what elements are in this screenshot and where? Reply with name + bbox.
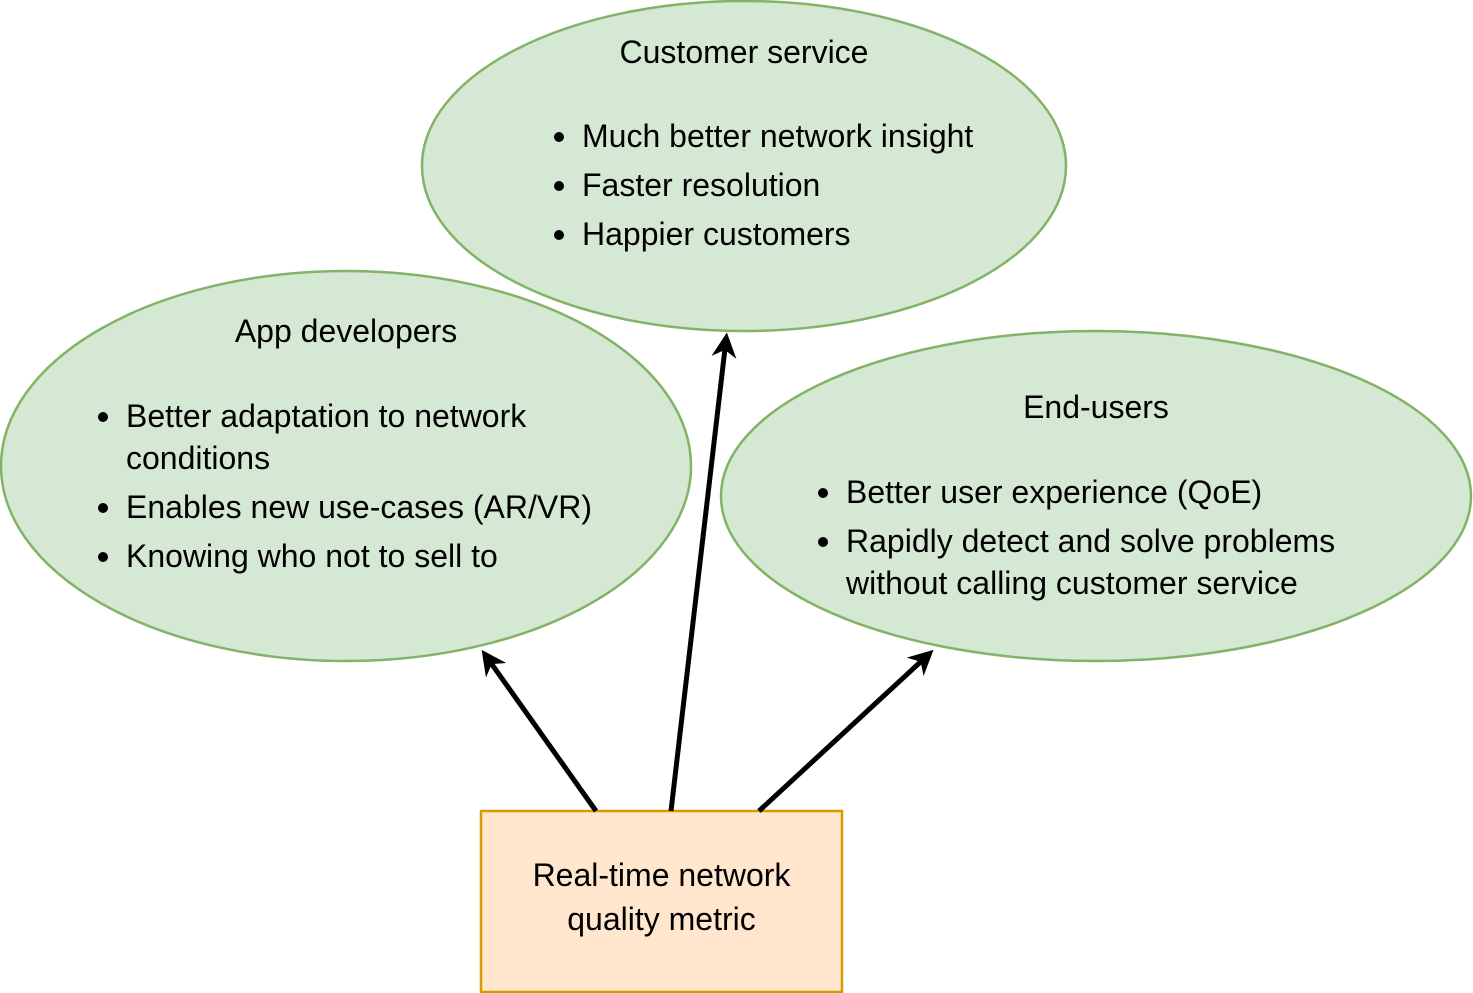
list-item: Happier customers (550, 213, 1050, 255)
arrow-to-customer-service (668, 332, 737, 812)
list-item: Better adaptation to network conditions (94, 395, 654, 479)
list-item: Faster resolution (550, 164, 1050, 206)
end-users-title: End-users (1023, 389, 1169, 425)
list-item: Better user experience (QoE) (814, 471, 1404, 513)
list-item: Enables new use-cases (AR/VR) (94, 486, 654, 528)
arrow-to-end-users (757, 649, 934, 813)
list-item: Knowing who not to sell to (94, 535, 654, 577)
list-item: Much better network insight (550, 115, 1050, 157)
source-box (479, 809, 844, 993)
customer-service-node: Customer service Much better network ins… (422, 0, 1066, 331)
source-label-line2: quality metric (567, 901, 756, 937)
end-users-ellipse (719, 329, 1473, 663)
customer-service-bullets: Much better network insight Faster resol… (550, 115, 1050, 262)
arrow-to-app-developers (481, 649, 599, 813)
app-developers-ellipse (0, 269, 693, 663)
source-label-line1: Real-time network (532, 857, 791, 893)
customer-service-title: Customer service (619, 34, 869, 70)
end-users-node: End-users Better user experience (QoE) R… (721, 331, 1471, 661)
list-item: Rapidly detect and solve problems withou… (814, 520, 1404, 604)
end-users-bullets: Better user experience (QoE) Rapidly det… (814, 471, 1404, 611)
app-developers-title: App developers (234, 313, 458, 349)
source-node: Real-time network quality metric (481, 811, 842, 992)
customer-service-ellipse (420, 0, 1068, 333)
app-developers-node: App developers Better adaptation to netw… (1, 271, 691, 661)
app-developers-bullets: Better adaptation to network conditions … (94, 395, 654, 584)
